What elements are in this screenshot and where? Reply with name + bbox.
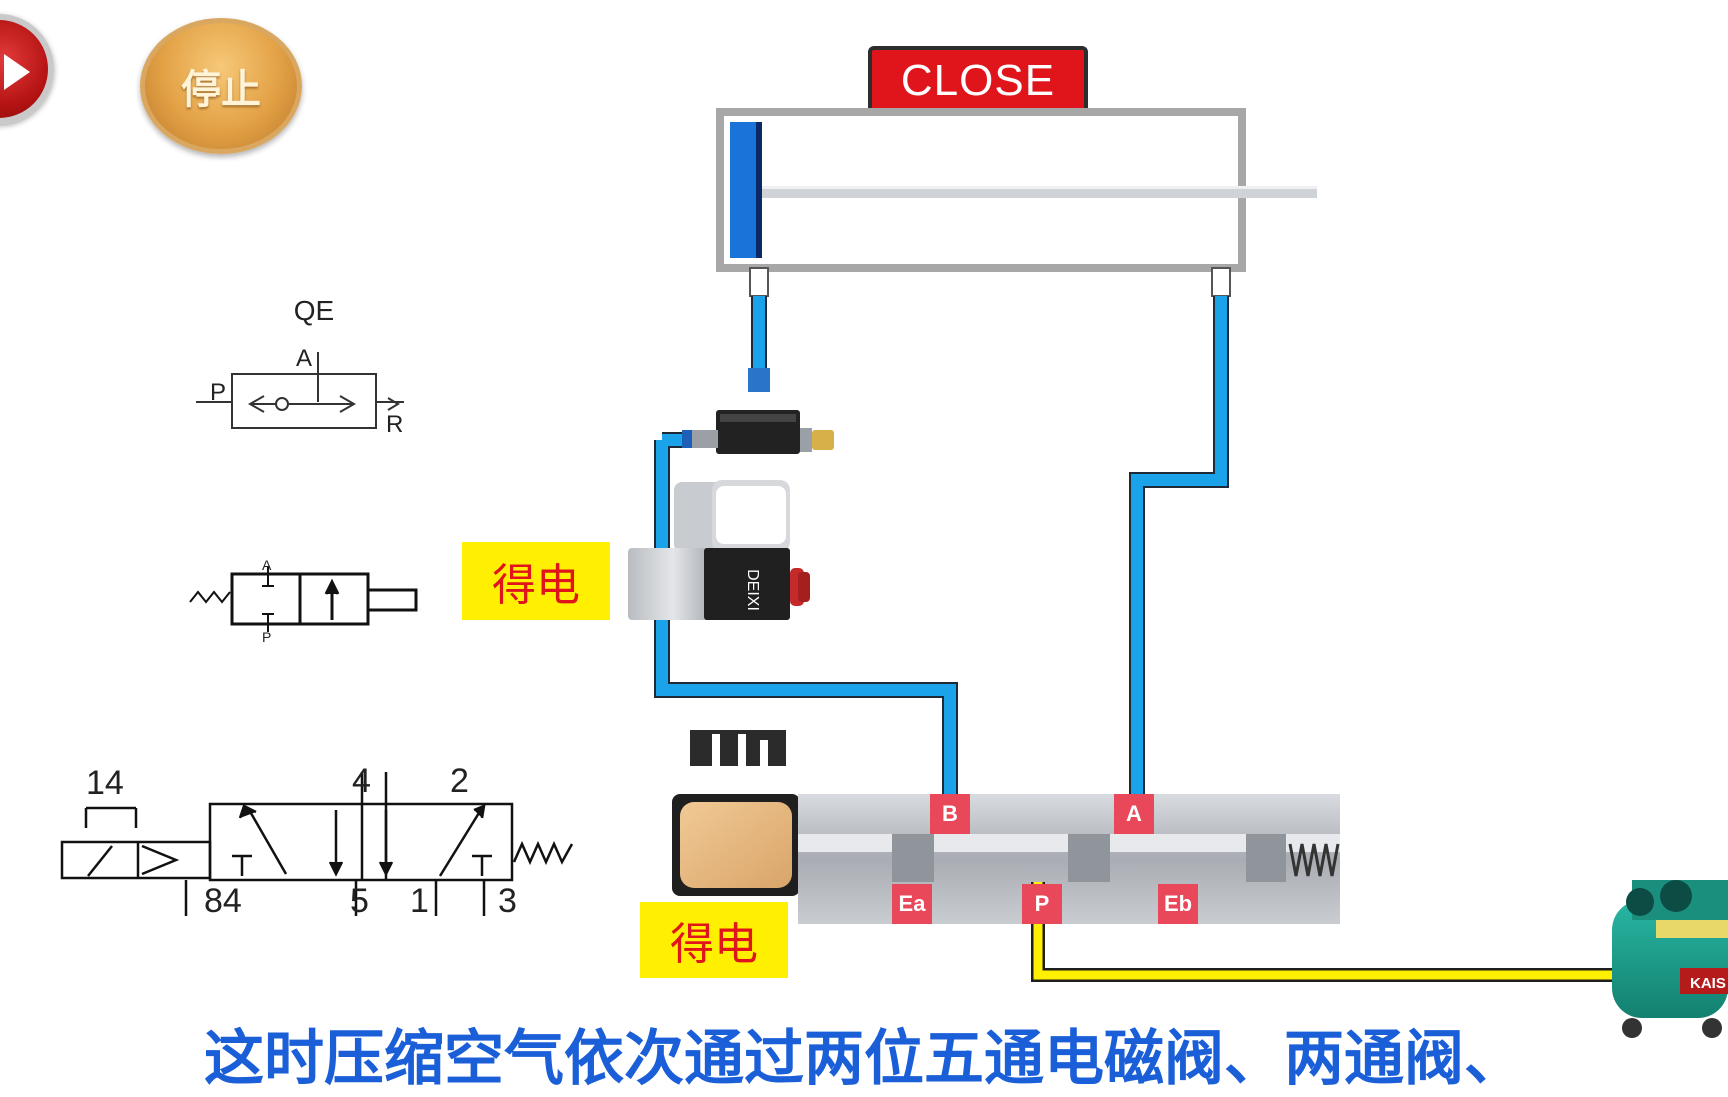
- quick-exhaust-valve: [682, 368, 834, 454]
- two-way-port-a: A: [262, 557, 272, 573]
- five-way-solenoid-valve: [672, 730, 1340, 924]
- two-way-energized-label: 得电: [462, 542, 610, 620]
- port-eb-tag: Eb: [1158, 884, 1198, 924]
- five-way-port-2: 2: [450, 762, 469, 800]
- cylinder-status-label: CLOSE: [868, 46, 1088, 112]
- coil-brand: DEIXI: [744, 569, 761, 611]
- qe-title: QE: [294, 295, 334, 326]
- port-b-tag: B: [930, 794, 970, 834]
- five-way-port-5: 5: [350, 882, 369, 920]
- pneumatic-cylinder: [716, 108, 1317, 297]
- play-icon: [4, 54, 30, 90]
- five-way-valve-symbol: [60, 772, 574, 916]
- five-way-energized-label: 得电: [640, 902, 788, 978]
- stop-button[interactable]: 停止: [140, 18, 302, 154]
- five-way-port-3: 3: [498, 882, 517, 920]
- compressor-brand: KAIS: [1690, 975, 1726, 992]
- subtitle-caption: 这时压缩空气依次通过两位五通电磁阀、两通阀、: [204, 1024, 1524, 1094]
- qe-port-a: A: [296, 345, 312, 372]
- air-compressor: KAIS: [1612, 880, 1728, 1038]
- two-way-valve-symbol: [189, 566, 418, 632]
- five-way-port-14: 14: [86, 764, 124, 802]
- port-p-tag: P: [1022, 884, 1062, 924]
- five-way-port-84: 84: [204, 882, 242, 920]
- five-way-port-4: 4: [352, 762, 371, 800]
- two-way-solenoid-valve: DEIXI: [628, 480, 810, 620]
- cylinder-piston: [730, 122, 758, 258]
- qe-port-r: R: [386, 411, 403, 438]
- five-way-port-1: 1: [410, 882, 429, 920]
- port-ea-tag: Ea: [892, 884, 932, 924]
- qe-port-p: P: [210, 379, 226, 406]
- two-way-port-p: P: [262, 629, 271, 645]
- qe-symbol: [196, 352, 404, 429]
- port-a-tag: A: [1114, 794, 1154, 834]
